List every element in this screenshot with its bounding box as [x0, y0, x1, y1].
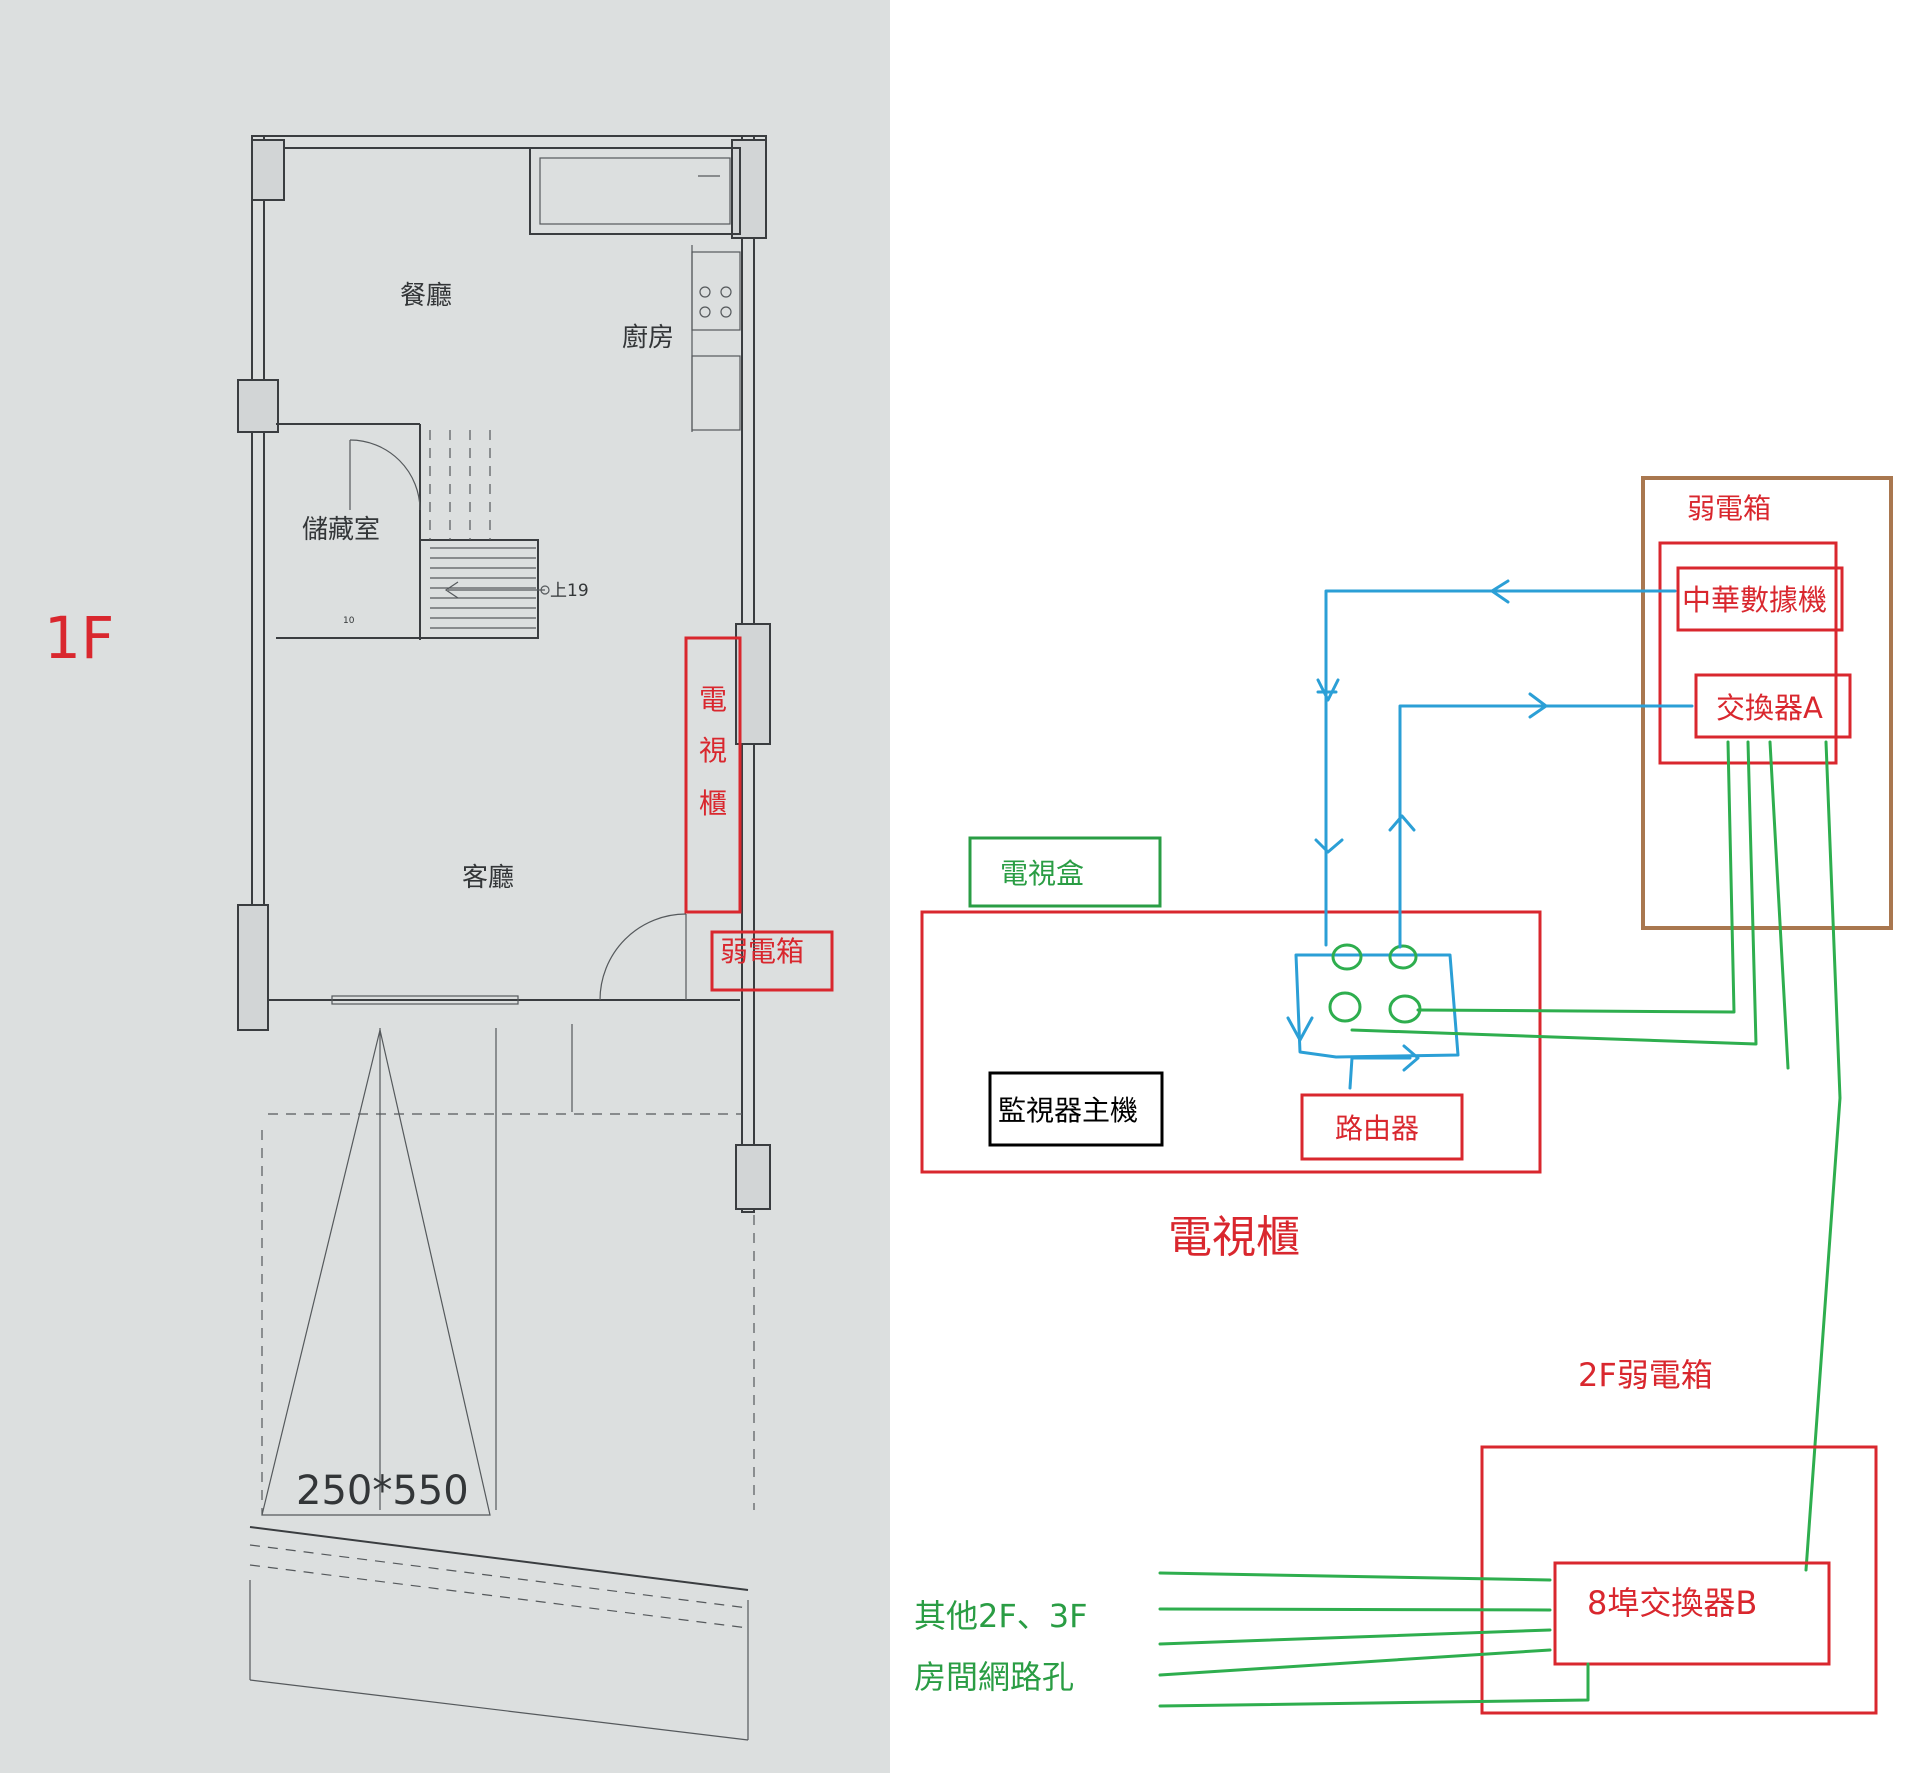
stove-burner — [699, 286, 711, 298]
stair-label: 上19 — [550, 581, 589, 601]
column-left-low — [237, 904, 269, 1031]
tv-box-box — [968, 836, 1162, 908]
stair-small-label: 10 — [343, 616, 355, 626]
switch-a-drop-1 — [1768, 740, 1790, 1070]
modem-arrow-left — [1490, 579, 1510, 604]
weak-box-container — [1641, 476, 1893, 930]
plan-weak-box-label: 弱電箱 — [720, 935, 804, 968]
switch-to-router-line — [1398, 704, 1694, 949]
parking-triangle — [261, 1029, 491, 1516]
top-storage-cabinet — [529, 147, 741, 235]
weak-box-inner — [1658, 541, 1838, 765]
router-feed-arrow — [1402, 1044, 1420, 1072]
switch-a-to-router-2 — [1350, 740, 1758, 1046]
router-port-4 — [1388, 994, 1422, 1024]
router-port-3 — [1328, 991, 1362, 1023]
stove-burner — [720, 286, 732, 298]
room-kitchen-label: 廚房 — [622, 323, 674, 353]
room-line-2 — [1158, 1607, 1552, 1612]
street-dash-1 — [249, 1544, 749, 1609]
room-line-5 — [1158, 1662, 1590, 1708]
modem-arrow-down — [1316, 678, 1340, 702]
modem-label: 中華數據機 — [1682, 583, 1827, 617]
front-window — [331, 995, 519, 1005]
corner-column-tl — [251, 139, 285, 201]
switch-arrow-right — [1528, 692, 1548, 719]
room-storage-label: 儲藏室 — [302, 515, 380, 545]
stair-arrow-head — [444, 581, 459, 599]
corner-column-tr — [731, 139, 767, 239]
room-living-label: 客廳 — [462, 863, 514, 893]
tv-cabinet-title: 電視櫃 — [1168, 1212, 1300, 1263]
room-line-4 — [1158, 1648, 1552, 1677]
plan-tv-cabinet-box — [684, 636, 742, 914]
room-line-3 — [1158, 1628, 1552, 1646]
stair-upper-dashes — [429, 430, 491, 540]
stair-treads — [430, 547, 536, 629]
switch-a-to-router-1 — [1416, 740, 1736, 1014]
front-door-arc — [599, 913, 687, 1001]
storage-door-arc — [349, 439, 421, 511]
router-port-outline — [1294, 953, 1460, 1059]
router-port-2 — [1388, 944, 1418, 970]
switch-a-to-switch-b — [1804, 740, 1842, 1572]
monitor-host-label: 監視器主機 — [998, 1094, 1138, 1127]
column-right-mid — [735, 623, 771, 745]
switch-a-label: 交換器A — [1716, 691, 1823, 725]
port-arrow-down — [1286, 1016, 1314, 1042]
column-left-mid — [237, 379, 279, 433]
street-dash-2 — [249, 1564, 749, 1629]
parking-size-label: 250*550 — [296, 1468, 469, 1514]
tv-box-label: 電視盒 — [1000, 857, 1084, 890]
plan-tv-cabinet-char-3: 櫃 — [699, 787, 727, 820]
rooms-note-line1: 其他2F、3F — [914, 1597, 1088, 1635]
weak-box-title: 弱電箱 — [1687, 492, 1771, 525]
router-arrow-down — [1314, 838, 1344, 854]
floor-label: 1F — [44, 604, 114, 672]
floor2-box-title: 2F弱電箱 — [1578, 1356, 1713, 1394]
stove-burner — [720, 306, 732, 318]
router-feed-line — [1348, 1056, 1412, 1090]
modem-to-router-line — [1324, 589, 1677, 947]
router-arrow-up — [1388, 814, 1416, 832]
stove-burner — [699, 306, 711, 318]
top-storage-inner — [539, 157, 731, 225]
rooms-note-line2: 房間網路孔 — [914, 1658, 1074, 1696]
street-bottom — [249, 1679, 749, 1741]
monitor-host-box — [988, 1071, 1164, 1147]
plan-tv-cabinet-char-1: 電 — [699, 683, 727, 716]
switch-b-box — [1553, 1561, 1831, 1666]
switch-b-label: 8埠交換器B — [1587, 1584, 1757, 1622]
router-box — [1300, 1093, 1464, 1161]
street-line — [249, 1526, 749, 1591]
network-diagram: 弱電箱 中華數據機 交換器A 電視盒 監視器主機 路由器 電視櫃 — [914, 476, 1893, 1715]
modem-box — [1676, 566, 1844, 632]
plan-weak-box — [710, 930, 834, 992]
router-port-1 — [1331, 943, 1363, 971]
room-line-1 — [1158, 1571, 1552, 1582]
tv-cabinet-box — [920, 910, 1542, 1174]
staircase — [419, 539, 539, 639]
stair-arrow-dot — [540, 585, 550, 595]
floor-plan: 上19 10 250*550 餐廳 廚房 儲藏室 客廳 1F 電 視 — [0, 0, 890, 1773]
column-right-low — [735, 1144, 771, 1210]
plan-tv-cabinet-char-2: 視 — [699, 734, 727, 767]
switch-a-box — [1694, 673, 1852, 739]
router-label: 路由器 — [1335, 1112, 1419, 1145]
room-dining-label: 餐廳 — [400, 281, 452, 311]
